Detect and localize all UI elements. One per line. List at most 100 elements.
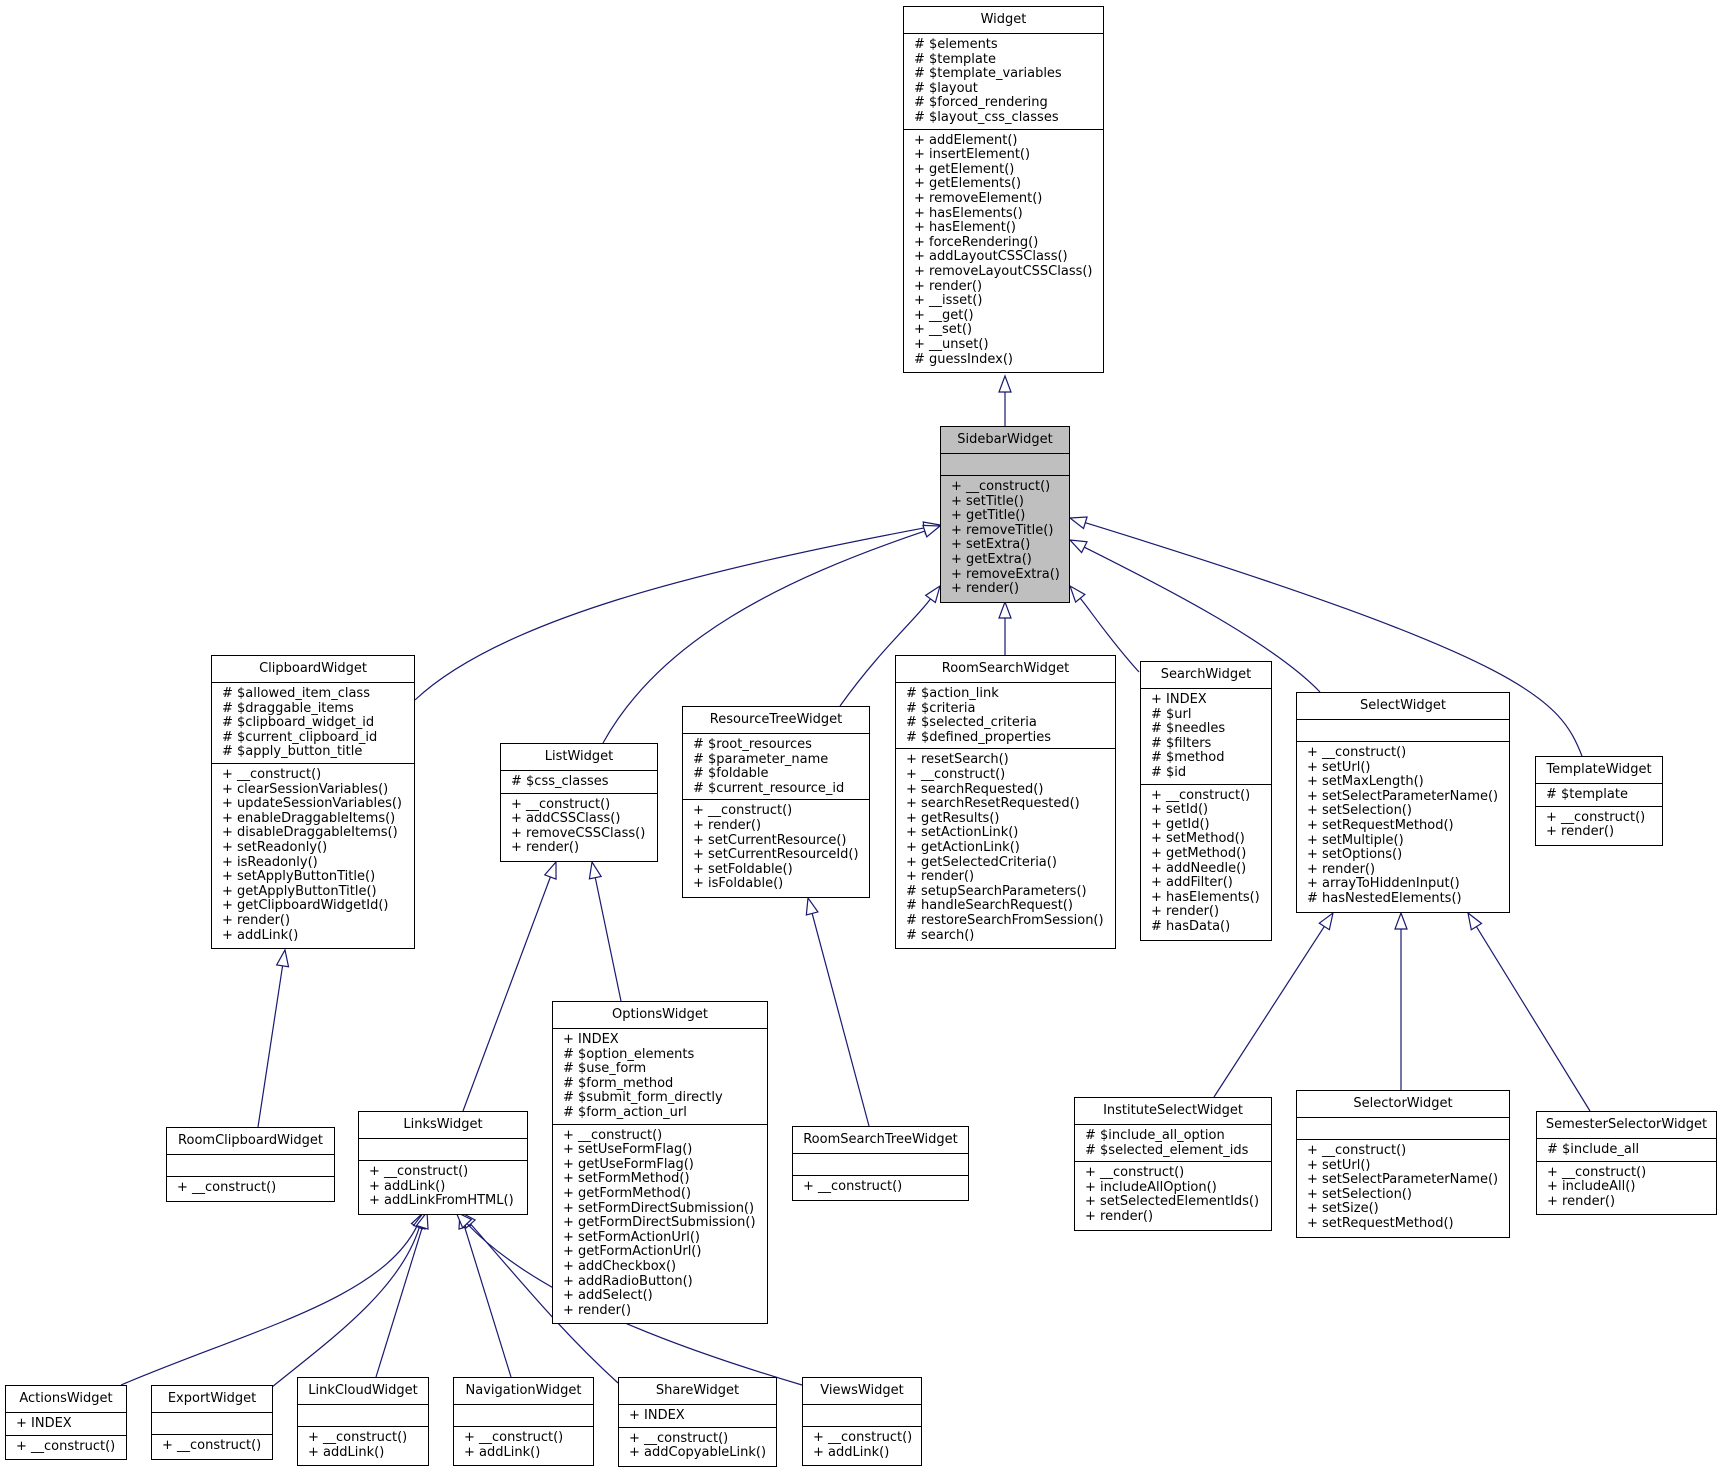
attribute: # $defined_properties <box>906 729 1052 745</box>
method: # hasNestedElements() <box>1307 890 1462 906</box>
method: + setFoldable() <box>693 861 793 877</box>
method: + getFormDirectSubmission() <box>563 1215 756 1231</box>
method: # handleSearchRequest() <box>906 898 1073 914</box>
method: + render() <box>914 278 983 294</box>
widget-class-box: Widget# $elements# $template# $template_… <box>903 6 1104 374</box>
class-name: ClipboardWidget <box>212 656 414 683</box>
class-name: ResourceTreeWidget <box>683 707 869 734</box>
methods-section: + __construct()+ addLink() <box>803 1427 921 1464</box>
method: + setFormDirectSubmission() <box>563 1200 755 1216</box>
attribute: # $url <box>1151 706 1192 722</box>
links-widget-class-box: LinksWidget + __construct()+ addLink()+ a… <box>358 1111 528 1215</box>
method: + enableDraggableItems() <box>222 810 396 826</box>
inheritance-edge-links-widget <box>462 876 551 1112</box>
method: + insertElement() <box>914 147 1031 163</box>
sidebar-widget-class-box: SidebarWidget+ __construct()+ setTitle()… <box>940 426 1070 603</box>
template-widget-class-box: TemplateWidget# $template+ __construct()… <box>1535 756 1663 846</box>
method: + addElement() <box>914 132 1018 148</box>
inheritance-arrowhead <box>275 948 290 968</box>
method: + addLink() <box>813 1444 890 1460</box>
method: + render() <box>951 581 1020 597</box>
method: + hasElement() <box>914 220 1016 236</box>
semester-selector-widget-class-box: SemesterSelectorWidget# $include_all+ __… <box>1536 1111 1717 1216</box>
attributes-section <box>359 1139 527 1161</box>
methods-section: + __construct() <box>152 1435 272 1458</box>
method: + setSelectedElementIds() <box>1085 1194 1260 1210</box>
export-widget-class-box: ExportWidget+ __construct() <box>151 1385 273 1460</box>
method: # setupSearchParameters() <box>906 883 1087 899</box>
inheritance-arrowhead <box>1068 539 1088 554</box>
method: + setUrl() <box>1307 759 1371 775</box>
method: + clearSessionVariables() <box>222 781 389 797</box>
inheritance-arrowhead <box>1068 584 1086 604</box>
inheritance-arrowhead <box>1394 911 1408 930</box>
attribute: # $filters <box>1151 735 1212 751</box>
methods-section: + addElement()+ insertElement()+ getElem… <box>904 130 1103 372</box>
method: + setCurrentResource() <box>693 832 847 848</box>
method: + __construct() <box>369 1164 469 1179</box>
inheritance-edge-select-widget <box>1084 546 1321 693</box>
attribute: # $clipboard_widget_id <box>222 715 375 731</box>
method: + addLink() <box>222 927 299 943</box>
class-name: LinkCloudWidget <box>298 1378 428 1405</box>
inheritance-arrowhead <box>415 1210 429 1230</box>
class-name: ListWidget <box>501 744 657 771</box>
method: + render() <box>222 912 291 928</box>
inheritance-arrowhead <box>924 584 942 604</box>
attributes-section: # $include_all <box>1537 1139 1716 1162</box>
method: + getTitle() <box>951 508 1026 524</box>
class-name: SidebarWidget <box>941 427 1069 454</box>
method: + updateSessionVariables() <box>222 796 402 812</box>
method: + render() <box>1085 1208 1154 1224</box>
attribute: # $action_link <box>906 686 999 701</box>
method: + __construct() <box>464 1430 564 1445</box>
method: + includeAllOption() <box>1085 1179 1217 1195</box>
class-name: Widget <box>904 7 1103 34</box>
method: + isReadonly() <box>222 854 318 870</box>
method: + render() <box>906 869 975 885</box>
inheritance-edge-export-widget <box>271 1227 420 1388</box>
attribute: # $needles <box>1151 721 1226 737</box>
attribute: # $selected_element_ids <box>1085 1142 1249 1158</box>
method: + addLink() <box>464 1444 541 1460</box>
actions-widget-class-box: ActionsWidget+ INDEX+ __construct() <box>5 1385 127 1461</box>
list-widget-class-box: ListWidget# $css_classes+ __construct()+… <box>500 743 658 862</box>
method: + arrayToHiddenInput() <box>1307 876 1460 892</box>
method: + addLink() <box>369 1178 446 1194</box>
method: + isFoldable() <box>693 876 784 892</box>
method: + render() <box>1151 904 1220 920</box>
attributes-section <box>803 1405 921 1427</box>
attribute: # $selected_criteria <box>906 715 1037 731</box>
methods-section: + __construct()+ addLink() <box>454 1427 593 1464</box>
attributes-section <box>941 454 1069 476</box>
attribute: # $draggable_items <box>222 700 354 716</box>
clipboard-widget-class-box: ClipboardWidget# $allowed_item_class# $d… <box>211 655 415 950</box>
method: + setReadonly() <box>222 839 328 855</box>
method: + __construct() <box>951 479 1051 494</box>
method: + addLinkFromHTML() <box>369 1193 514 1209</box>
class-name: LinksWidget <box>359 1112 527 1139</box>
inheritance-arrowhead <box>543 860 557 880</box>
method: + setRequestMethod() <box>1307 1215 1454 1231</box>
attribute: # $id <box>1151 764 1187 780</box>
method: + removeCSSClass() <box>511 825 646 841</box>
attribute: + INDEX <box>16 1416 72 1431</box>
method: + __construct() <box>813 1430 913 1445</box>
attributes-section: + INDEX# $url# $needles# $filters# $meth… <box>1141 689 1271 785</box>
attribute: + INDEX <box>563 1032 619 1047</box>
class-name: ShareWidget <box>619 1378 776 1405</box>
method: + getApplyButtonTitle() <box>222 883 377 899</box>
method: + resetSearch() <box>906 752 1009 768</box>
class-name: SearchWidget <box>1141 662 1271 689</box>
attribute: # $submit_form_directly <box>563 1090 723 1106</box>
method: + addLink() <box>308 1444 385 1460</box>
method: + render() <box>693 817 762 833</box>
institute-select-widget-class-box: InstituteSelectWidget# $include_all_opti… <box>1074 1097 1272 1231</box>
attribute: + INDEX <box>629 1408 685 1423</box>
method: + getSelectedCriteria() <box>906 854 1057 870</box>
method: + setMethod() <box>1151 831 1245 847</box>
method: + setMultiple() <box>1307 832 1404 848</box>
method: + setId() <box>1151 802 1209 818</box>
inheritance-edge-clipboard-widget <box>414 527 925 701</box>
